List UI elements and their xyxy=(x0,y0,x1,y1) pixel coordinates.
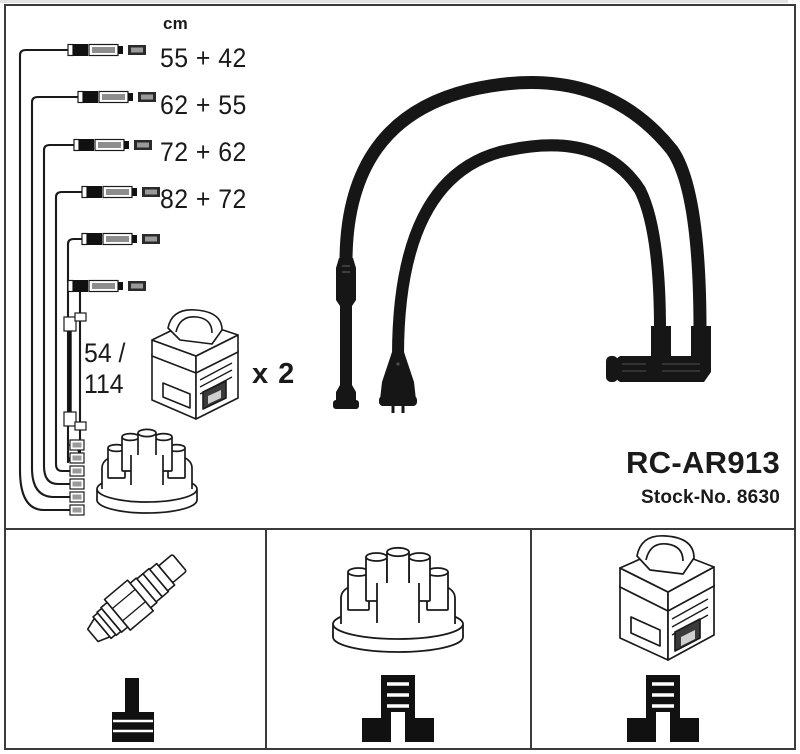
inline-connectors-group xyxy=(67,43,161,293)
unit-header: cm xyxy=(163,14,188,33)
panel-divider-vertical-1 xyxy=(265,530,267,750)
coil-connector-boot xyxy=(627,675,699,742)
cable-boot-spark-plug xyxy=(333,258,359,409)
dual-cable-assembly xyxy=(63,312,87,431)
frame-border-bottom xyxy=(4,748,796,750)
cable-terminals-group xyxy=(69,439,85,516)
dual-cable-length-label: 54 /114 xyxy=(84,338,126,399)
cable-boot-angled-1 xyxy=(606,326,671,382)
panel-divider-horizontal xyxy=(4,528,796,530)
cable-length-label-1: 55 + 42 xyxy=(160,43,247,73)
ignition-coil-icon-panel xyxy=(619,535,715,661)
cable-harness-group xyxy=(18,48,87,472)
panel-subdivider xyxy=(0,0,788,3)
distributor-cap-icon xyxy=(96,428,198,514)
ignition-cable-set xyxy=(339,76,707,362)
cable-length-label-2: 62 + 55 xyxy=(160,90,247,120)
frame-border-left xyxy=(4,4,6,750)
cable-boot-distributor xyxy=(379,352,417,413)
panel-divider-vertical-2 xyxy=(530,530,532,750)
ignition-coil-icon xyxy=(151,309,239,420)
coil-quantity-label: x 2 xyxy=(252,358,296,390)
cable-harness-tails xyxy=(18,443,82,512)
cable-length-label-3: 72 + 62 xyxy=(160,137,247,167)
distributor-connector-boot xyxy=(362,675,434,742)
spark-plug-connector-boot xyxy=(112,678,154,742)
frame-border-right xyxy=(794,4,796,750)
cable-length-label-4: 82 + 72 xyxy=(160,184,247,214)
product-code: RC-AR913 xyxy=(626,445,780,480)
frame-border-top xyxy=(4,4,796,6)
distributor-cap-icon-panel xyxy=(332,546,464,653)
cable-boot-angled-2 xyxy=(646,326,711,382)
stock-number: Stock-No. 8630 xyxy=(640,487,780,508)
spark-plug-icon xyxy=(86,554,187,643)
